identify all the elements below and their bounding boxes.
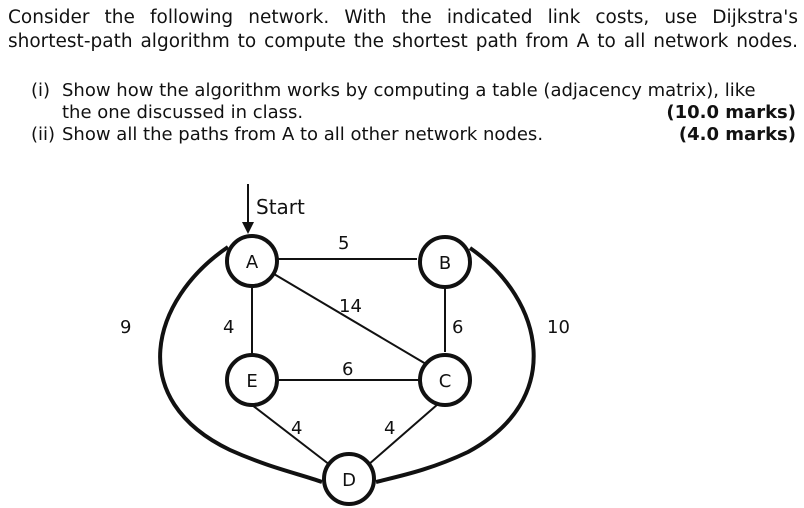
link-e-d (251, 404, 331, 466)
cost-a-d: 9 (120, 317, 131, 338)
cost-a-b: 5 (338, 233, 349, 254)
cost-e-c: 6 (342, 359, 353, 380)
cost-a-c: 14 (339, 296, 362, 317)
node-b: B (418, 235, 472, 289)
node-b-label: B (439, 253, 451, 274)
cost-e-d: 4 (291, 418, 302, 439)
link-b-d (375, 246, 536, 484)
intro-line-1: Consider the following network. With the… (8, 7, 798, 28)
node-e-label: E (246, 371, 257, 392)
link-c-d (367, 403, 439, 466)
node-c: C (418, 353, 472, 407)
node-e: E (225, 353, 279, 407)
task-1-label: (i) (31, 80, 51, 101)
node-d-label: D (342, 470, 356, 491)
link-a-d (158, 245, 323, 484)
node-c-label: C (439, 371, 452, 392)
cost-b-c: 6 (452, 317, 463, 338)
node-a: A (225, 234, 279, 288)
task-2-label: (ii) (31, 124, 56, 145)
cost-c-d: 4 (384, 418, 395, 439)
task-1-text-line-1: Show how the algorithm works by computin… (62, 80, 756, 101)
node-a-label: A (246, 252, 259, 273)
cost-a-e: 4 (223, 317, 234, 338)
cost-b-d: 10 (547, 317, 570, 338)
link-a-c (273, 273, 427, 365)
node-d: D (322, 452, 376, 506)
task-2-marks: (4.0 marks) (678, 124, 796, 145)
task-2-text-line-1: Show all the paths from A to all other n… (62, 124, 544, 145)
task-1-marks: (10.0 marks) (666, 102, 796, 123)
intro-line-2: shortest-path algorithm to compute the s… (8, 31, 798, 52)
start-arrow-head (242, 222, 254, 234)
problem-statement: Consider the following network. With the… (8, 6, 798, 54)
start-label: Start (256, 195, 305, 219)
task-1-text-line-2: the one discussed in class. (62, 102, 304, 123)
